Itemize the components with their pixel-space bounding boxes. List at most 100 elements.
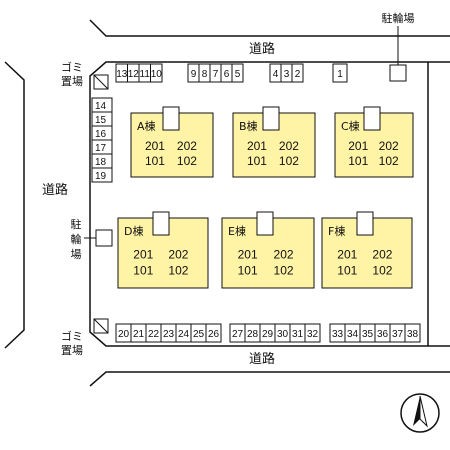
parking-space: [150, 63, 163, 83]
bicycle-parking-label-left-3: 場: [71, 248, 82, 261]
parking-space-number: 9: [191, 69, 197, 80]
parking-space: [205, 323, 222, 343]
parking-space-number: 3: [284, 69, 290, 80]
garbage-label-bottom-1: ゴミ: [61, 329, 83, 343]
parking-space-number: 5: [235, 69, 241, 80]
parking-space-number: 4: [273, 69, 279, 80]
road-label-top: 道路: [249, 41, 275, 57]
building-entrance: [363, 106, 381, 131]
parking-space-number: 20: [118, 329, 130, 340]
building: D棟 201 202 101 102: [117, 211, 209, 289]
parking-space: [91, 167, 113, 183]
bicycle-parking-left: [95, 229, 113, 247]
unit-number: 202: [168, 248, 188, 262]
unit-number: 202: [372, 248, 392, 262]
unit-number: 201: [238, 248, 258, 262]
parking-space-number: 1: [337, 69, 343, 80]
parking-space-number: 18: [95, 157, 107, 168]
unit-number: 202: [279, 139, 299, 153]
parking-space-number: 16: [95, 129, 107, 140]
parking-space-number: 15: [95, 115, 107, 126]
parking-space-number: 13: [116, 69, 128, 80]
parking-space: [231, 63, 244, 83]
parking-space-number: 32: [307, 329, 319, 340]
unit-number: 102: [177, 154, 197, 168]
parking-space-number: 12: [128, 69, 140, 80]
site-boundary: [89, 61, 450, 347]
garbage-station-top-diagonal: [93, 74, 109, 90]
unit-number: 201: [133, 248, 153, 262]
parking-space-number: 19: [95, 171, 107, 182]
building-name: B棟: [239, 119, 258, 133]
parking-space-number: 6: [224, 69, 230, 80]
parking-space-number: 37: [392, 329, 404, 340]
building-entrance: [356, 211, 374, 236]
building-entrance: [256, 211, 274, 236]
bicycle-parking-label-top: 駐輪場: [382, 11, 415, 25]
unit-number: 102: [168, 264, 188, 278]
garbage-label-top-2: 置場: [61, 75, 83, 88]
parking-space: [332, 63, 348, 83]
top-road-edge: [89, 19, 450, 37]
parking-space-number: 33: [332, 329, 344, 340]
parking-space-number: 28: [247, 329, 259, 340]
parking-space-number: 17: [95, 143, 107, 154]
unit-number: 102: [379, 154, 399, 168]
parking-space-number: 11: [140, 69, 151, 80]
parking-space-number: 14: [95, 101, 107, 112]
parking-space-number: 31: [292, 329, 304, 340]
parking-space-number: 2: [295, 69, 301, 80]
parking-space: [404, 323, 421, 343]
building-name: D棟: [124, 224, 143, 238]
garbage-station-bottom-diagonal: [93, 318, 109, 334]
parking-space-number: 10: [151, 69, 163, 80]
bicycle-parking-label-left-1: 駐: [71, 217, 82, 231]
unit-number: 101: [145, 154, 165, 168]
garbage-label-bottom-2: 置場: [61, 344, 83, 357]
unit-number: 202: [274, 248, 294, 262]
parking-space: [291, 63, 304, 83]
parking-space-number: 27: [232, 329, 244, 340]
north-arrow-icon: [400, 393, 440, 433]
left-road-edge: [4, 61, 25, 349]
parking-space-number: 38: [407, 329, 419, 340]
road-label-left: 道路: [42, 182, 68, 198]
unit-number: 102: [279, 154, 299, 168]
unit-number: 101: [133, 264, 153, 278]
unit-number: 201: [348, 139, 368, 153]
building-outline: [130, 112, 214, 178]
parking-space-number: 25: [193, 329, 205, 340]
unit-number: 102: [274, 264, 294, 278]
bicycle-parking-label-left-2: 輪: [71, 232, 82, 246]
unit-number: 202: [379, 139, 399, 153]
parking-space-number: 36: [377, 329, 389, 340]
unit-number: 101: [238, 264, 258, 278]
bottom-road-edge: [89, 371, 450, 387]
building-name: F棟: [328, 224, 345, 238]
unit-number: 201: [247, 139, 267, 153]
parking-space-number: 24: [178, 329, 190, 340]
building-name: C棟: [341, 119, 360, 133]
unit-number: 102: [372, 264, 392, 278]
parking-space-number: 21: [133, 329, 145, 340]
parking-space-number: 7: [213, 69, 219, 80]
parking-space-number: 29: [262, 329, 274, 340]
building: C棟 201 202 101 102: [334, 106, 414, 178]
parking-space-number: 30: [277, 329, 289, 340]
parking-space-number: 34: [347, 329, 359, 340]
building-entrance: [152, 211, 170, 236]
road-label-bottom: 道路: [249, 351, 275, 367]
building-name: E棟: [228, 224, 246, 238]
unit-number: 101: [348, 154, 368, 168]
parking-space-number: 26: [208, 329, 220, 340]
building-entrance: [262, 106, 280, 131]
parking-space-number: 22: [148, 329, 160, 340]
unit-number: 201: [145, 139, 165, 153]
